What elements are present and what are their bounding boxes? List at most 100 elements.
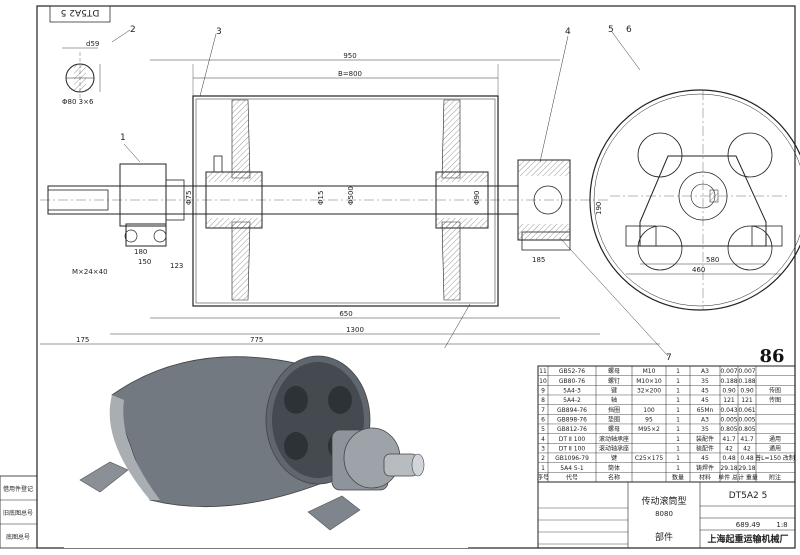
part-kind: 部件 bbox=[655, 531, 673, 543]
callout-5: 5 bbox=[608, 25, 614, 35]
bom-cell-w2: 121 bbox=[741, 397, 753, 404]
bom-cell-spec: C25×175 bbox=[635, 455, 663, 462]
bom-cell-qty: 1 bbox=[676, 416, 680, 423]
bom-cell-code: 5A4-3 bbox=[563, 387, 581, 394]
callout-3: 3 bbox=[216, 27, 222, 37]
top-dimensions: 950 B=800 bbox=[150, 52, 560, 96]
bom-cell-spec: M10 bbox=[643, 368, 656, 375]
bom-cell-w2: 0.188 bbox=[738, 378, 755, 385]
bottom-dimensions: 650 1300 175 775 180 150 123 185 M×24×40 bbox=[40, 248, 660, 345]
drum-assembly: Φ75 Φ15 Φ500 Φ90 bbox=[40, 95, 610, 307]
bom-cell-no: 11 bbox=[539, 368, 547, 375]
bom-cell-name: 筒体 bbox=[608, 464, 620, 472]
bom-cell-qty: 1 bbox=[676, 465, 680, 472]
right-spoke-bottom bbox=[441, 221, 461, 301]
bom-cell-no: 9 bbox=[541, 387, 545, 394]
side-strip-2: 旧底图总号 bbox=[3, 509, 33, 517]
bom-cell-mat: 35 bbox=[701, 426, 709, 433]
bom-cell-qty: 1 bbox=[676, 387, 680, 394]
bom-cell-name: 螺钉 bbox=[608, 377, 620, 385]
thread-label: M×24×40 bbox=[72, 268, 108, 276]
drum-dia-label: Φ500 bbox=[347, 186, 355, 205]
foot-spacing-460-label: 460 bbox=[692, 266, 705, 274]
side-strip: 借用件登记 旧底图总号 底图总号 bbox=[0, 475, 38, 549]
drum-end-view: 190 580 460 bbox=[589, 89, 800, 311]
bom-cell-w2: 0.805 bbox=[738, 426, 755, 433]
scale-value: 1:8 bbox=[776, 521, 787, 529]
bom-cell-note: 通用 bbox=[769, 444, 781, 452]
span-650-label: 650 bbox=[339, 310, 352, 318]
bom-cell-name: 挡圈 bbox=[608, 406, 620, 414]
left-spoke-top bbox=[231, 99, 251, 179]
shaft-dia-alt-label: Φ15 bbox=[317, 191, 325, 205]
left-spoke-bottom bbox=[231, 221, 251, 301]
bom-cell-w2: 41.7 bbox=[740, 436, 754, 443]
bom-cell-qty: 1 bbox=[676, 397, 680, 404]
bom-cell-code: DT Ⅱ 100 bbox=[559, 445, 586, 452]
bom-cell-code: GB80-76 bbox=[559, 378, 585, 385]
bom-cell-w2: 42 bbox=[743, 445, 751, 452]
left-bearing-block bbox=[119, 163, 167, 227]
bom-cell-no: 2 bbox=[541, 455, 545, 462]
bom-cell-code: GB1096-79 bbox=[555, 455, 589, 462]
bom-cell-mat: 铸焊件 bbox=[696, 464, 714, 472]
bom-cell-code: GB52-76 bbox=[559, 368, 585, 375]
callout-6: 6 bbox=[626, 25, 632, 35]
bom-cell-qty: 1 bbox=[676, 455, 680, 462]
bom-cell-mat: 65Mn bbox=[697, 407, 714, 414]
bom-cell-no: 6 bbox=[541, 416, 545, 423]
bom-cell-no: 8 bbox=[541, 397, 545, 404]
product-name: 传动滚筒型 bbox=[641, 495, 686, 507]
drawing-no: DT5A2 5 bbox=[729, 491, 768, 501]
bom-cell-qty: 1 bbox=[676, 436, 680, 443]
bom-cell-w1: 0.007 bbox=[720, 368, 737, 375]
span-1300-label: 1300 bbox=[346, 326, 364, 334]
bom-cell-w1: 0.48 bbox=[722, 455, 736, 462]
bom-cell-w1: 29.18 bbox=[720, 465, 737, 472]
bom-cell-w1: 41.7 bbox=[722, 436, 736, 443]
bom-cell-note: 普L=150 改制 bbox=[755, 454, 795, 462]
drum-shell bbox=[192, 95, 499, 307]
key-size-label: d59 bbox=[86, 40, 99, 48]
title-block: 传动滚筒型 8080 部件 DT5A2 5 689.49 1:8 上海起重运输机… bbox=[537, 481, 796, 549]
bom-cell-name: 轴 bbox=[611, 396, 617, 404]
bom-cell-qty: 1 bbox=[676, 426, 680, 433]
bom-cell-w2: 0.90 bbox=[740, 387, 754, 394]
company-name: 上海起重运输机械厂 bbox=[707, 533, 788, 545]
bom-cell-w1: 0.005 bbox=[720, 416, 737, 423]
bom-header-code: 代号 bbox=[566, 473, 578, 481]
bom-cell-no: 3 bbox=[541, 445, 545, 452]
bom-cell-code: 5A4-2 bbox=[563, 397, 581, 404]
bom-cell-name: 螺母 bbox=[608, 425, 620, 433]
bom-cell-mat: 35 bbox=[701, 378, 709, 385]
bom-cell-note: 传图 bbox=[769, 396, 781, 404]
bom-cell-name: 滚动轴承座 bbox=[599, 435, 629, 443]
bom-cell-no: 10 bbox=[539, 378, 547, 385]
pulley-photo bbox=[64, 348, 468, 548]
bom-cell-mat: A3 bbox=[701, 368, 709, 375]
bom-cell-name: 键 bbox=[611, 386, 617, 394]
bom-cell-spec: 32×200 bbox=[637, 387, 661, 394]
svg-text:190: 190 bbox=[595, 202, 603, 215]
key-section-detail: d59 Φ80 3×6 bbox=[62, 40, 101, 106]
footprint-label: 180 bbox=[134, 248, 147, 256]
bom-cell-code: GB894-76 bbox=[557, 407, 587, 414]
foot-spacing-580-label: 580 bbox=[706, 256, 719, 264]
bom-cell-mat: 45 bbox=[701, 397, 709, 404]
keyway-label: Φ80 3×6 bbox=[62, 98, 94, 106]
bom-header-qty: 数量 bbox=[672, 473, 684, 481]
bom-cell-w2: 29.18 bbox=[738, 465, 755, 472]
bom-cell-no: 4 bbox=[541, 436, 545, 443]
bom-cell-code: DT Ⅱ 100 bbox=[559, 436, 586, 443]
corner-code: DT5A2 5 bbox=[61, 7, 100, 17]
bom-cell-code: GB812-76 bbox=[557, 426, 587, 433]
bom-cell-mat: 装配件 bbox=[696, 435, 714, 443]
bom-cell-w1: 0.90 bbox=[722, 387, 736, 394]
callout-7: 7 bbox=[666, 353, 672, 363]
bom-cell-no: 1 bbox=[541, 465, 545, 472]
bom-cell-note: 通用 bbox=[769, 435, 781, 443]
bom-cell-qty: 1 bbox=[676, 407, 680, 414]
